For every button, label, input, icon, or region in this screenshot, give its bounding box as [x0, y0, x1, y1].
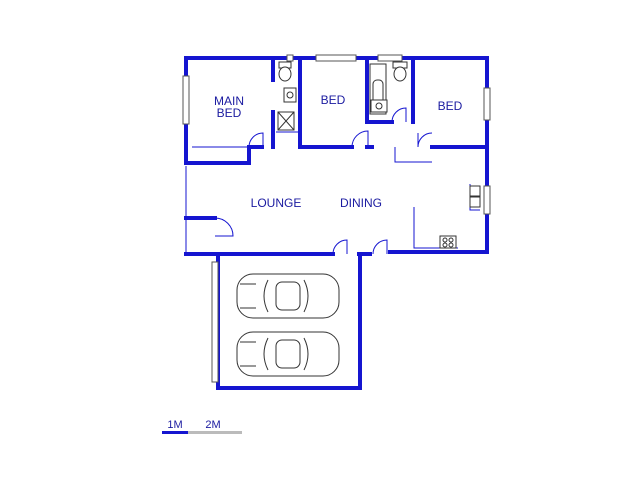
toilet-bathroom — [392, 61, 408, 82]
main-bed-door — [248, 132, 264, 148]
doors — [214, 107, 433, 255]
right-bed-label: BED — [438, 99, 463, 113]
main-bed-label-line2: BED — [217, 106, 242, 120]
kitchen-window — [483, 185, 491, 215]
windows — [182, 54, 491, 383]
garage-side-window — [211, 261, 219, 383]
bathroom-door — [391, 107, 407, 123]
garage-door-left — [332, 239, 348, 255]
scale-label-2m: 2M — [205, 419, 220, 431]
scale-bar: 1M 2M — [162, 419, 242, 434]
shower-ensuite — [277, 111, 295, 131]
right-bed-door-arc — [417, 132, 433, 148]
dining-label: DINING — [340, 196, 382, 210]
bathroom-window — [377, 54, 403, 62]
top-vent — [286, 54, 294, 62]
center-bed-door — [351, 130, 369, 148]
kitchen-sink — [469, 185, 481, 208]
car-top — [236, 273, 340, 319]
scale-segment-1m — [162, 431, 188, 434]
right-bed-window — [483, 87, 491, 121]
car-bottom — [236, 331, 340, 377]
main-bed-label-line1: MAIN — [214, 94, 244, 108]
center-bed-wall — [298, 56, 354, 149]
toilet-ensuite — [278, 61, 292, 82]
main-bed-left-wall — [184, 56, 264, 165]
basin-bathroom — [370, 99, 388, 113]
lounge-label: LOUNGE — [251, 196, 302, 210]
main-bed-window — [182, 75, 190, 125]
center-bed-window — [315, 54, 357, 62]
scale-label-1m: 1M — [167, 419, 182, 431]
right-wall — [388, 56, 489, 254]
bathroom-left-wall — [365, 56, 394, 124]
scullery-door — [214, 217, 234, 237]
stove — [439, 235, 457, 249]
basin-ensuite — [283, 87, 297, 103]
scale-track — [162, 431, 242, 434]
garage-door-right — [372, 239, 388, 255]
fixtures — [277, 61, 481, 249]
kitchen-top-line — [394, 147, 432, 163]
center-bed-label: BED — [321, 93, 346, 107]
